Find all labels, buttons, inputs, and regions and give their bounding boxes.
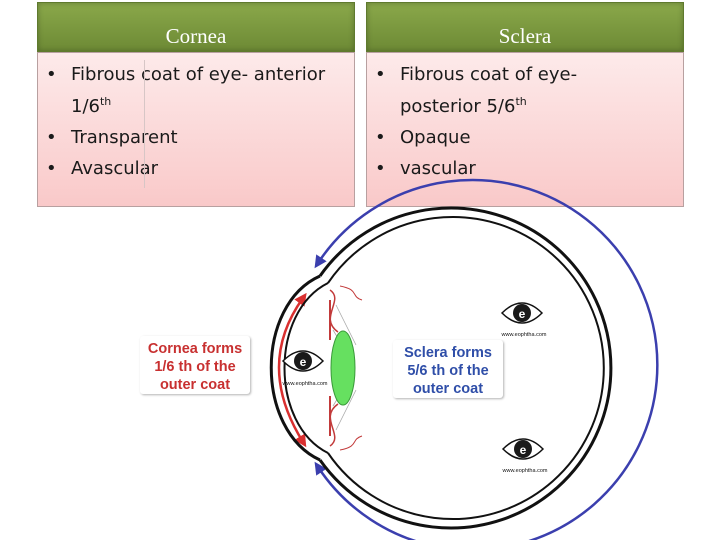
- svg-text:e: e: [520, 443, 527, 457]
- sclera-outer: [318, 206, 613, 530]
- svg-text:www.eophtha.com: www.eophtha.com: [282, 381, 328, 387]
- svg-text:e: e: [519, 307, 526, 321]
- sclera-label: Sclera forms 5/6 th of the outer coat: [393, 340, 503, 398]
- svg-text:outer coat: outer coat: [413, 381, 483, 397]
- svg-text:e: e: [300, 355, 307, 369]
- list-item: • Fibrous coat of eye- posterior 5/6th: [367, 59, 683, 122]
- bullet-icon: •: [375, 158, 386, 179]
- superscript: th: [515, 95, 527, 108]
- cornea-label: Cornea forms 1/6 th of the outer coat: [140, 336, 250, 394]
- item-text: Fibrous coat of eye-: [400, 64, 578, 85]
- svg-text:1/6 th of the: 1/6 th of the: [154, 359, 235, 375]
- sclera-title: Sclera: [498, 24, 552, 48]
- bullet-icon: •: [46, 64, 57, 85]
- bullet-icon: •: [46, 158, 57, 179]
- cornea-title: Cornea: [165, 24, 227, 48]
- item-text-line2: 1/6: [71, 96, 100, 117]
- svg-text:5/6 th of the: 5/6 th of the: [407, 363, 488, 379]
- item-text: Avascular: [71, 158, 159, 179]
- eophtha-logo: e www.eophtha.com: [502, 438, 548, 474]
- item-text: Opaque: [400, 127, 471, 148]
- list-item: • Transparent: [38, 122, 354, 153]
- list-item: • Opaque: [367, 122, 683, 153]
- bullet-icon: •: [375, 127, 386, 148]
- retina: [339, 285, 363, 451]
- sclera-inner: [327, 216, 605, 520]
- bullet-icon: •: [375, 64, 386, 85]
- cornea-panel: Cornea • Fibrous coat of eye- anterior 1…: [37, 2, 355, 207]
- iris: [329, 289, 339, 447]
- list-item: • Avascular: [38, 153, 354, 184]
- lens: [330, 330, 356, 406]
- bullet-icon: •: [46, 127, 57, 148]
- svg-text:Sclera forms: Sclera forms: [404, 345, 492, 361]
- svg-text:Cornea forms: Cornea forms: [148, 341, 242, 357]
- sclera-panel: Sclera • Fibrous coat of eye- posterior …: [366, 2, 684, 207]
- eophtha-logo: e www.eophtha.com: [282, 350, 328, 387]
- item-text: Fibrous coat of eye- anterior: [71, 64, 326, 85]
- cornea-list: • Fibrous coat of eye- anterior 1/6th • …: [38, 53, 354, 184]
- list-item: • Fibrous coat of eye- anterior 1/6th: [38, 59, 354, 122]
- cornea-body: • Fibrous coat of eye- anterior 1/6th • …: [37, 52, 355, 207]
- sclera-header: Sclera: [366, 2, 684, 52]
- svg-text:www.eophtha.com: www.eophtha.com: [502, 468, 548, 474]
- svg-text:www.eophtha.com: www.eophtha.com: [501, 332, 547, 338]
- sclera-arc-arrow: [314, 178, 659, 540]
- cornea-arc-arrow: [277, 292, 307, 448]
- eophtha-logo: e www.eophtha.com: [501, 302, 547, 338]
- column-divider: [144, 60, 145, 188]
- svg-text:outer coat: outer coat: [160, 377, 230, 393]
- item-text: Transparent: [71, 127, 178, 148]
- cornea-outer: [269, 274, 321, 462]
- cornea-inner: [283, 282, 329, 454]
- sclera-body: • Fibrous coat of eye- posterior 5/6th •…: [366, 52, 684, 207]
- item-text: vascular: [400, 158, 476, 179]
- list-item: • vascular: [367, 153, 683, 184]
- sclera-list: • Fibrous coat of eye- posterior 5/6th •…: [367, 53, 683, 184]
- item-text-line2: posterior 5/6: [400, 96, 516, 117]
- superscript: th: [99, 95, 112, 108]
- cornea-header: Cornea: [37, 2, 355, 52]
